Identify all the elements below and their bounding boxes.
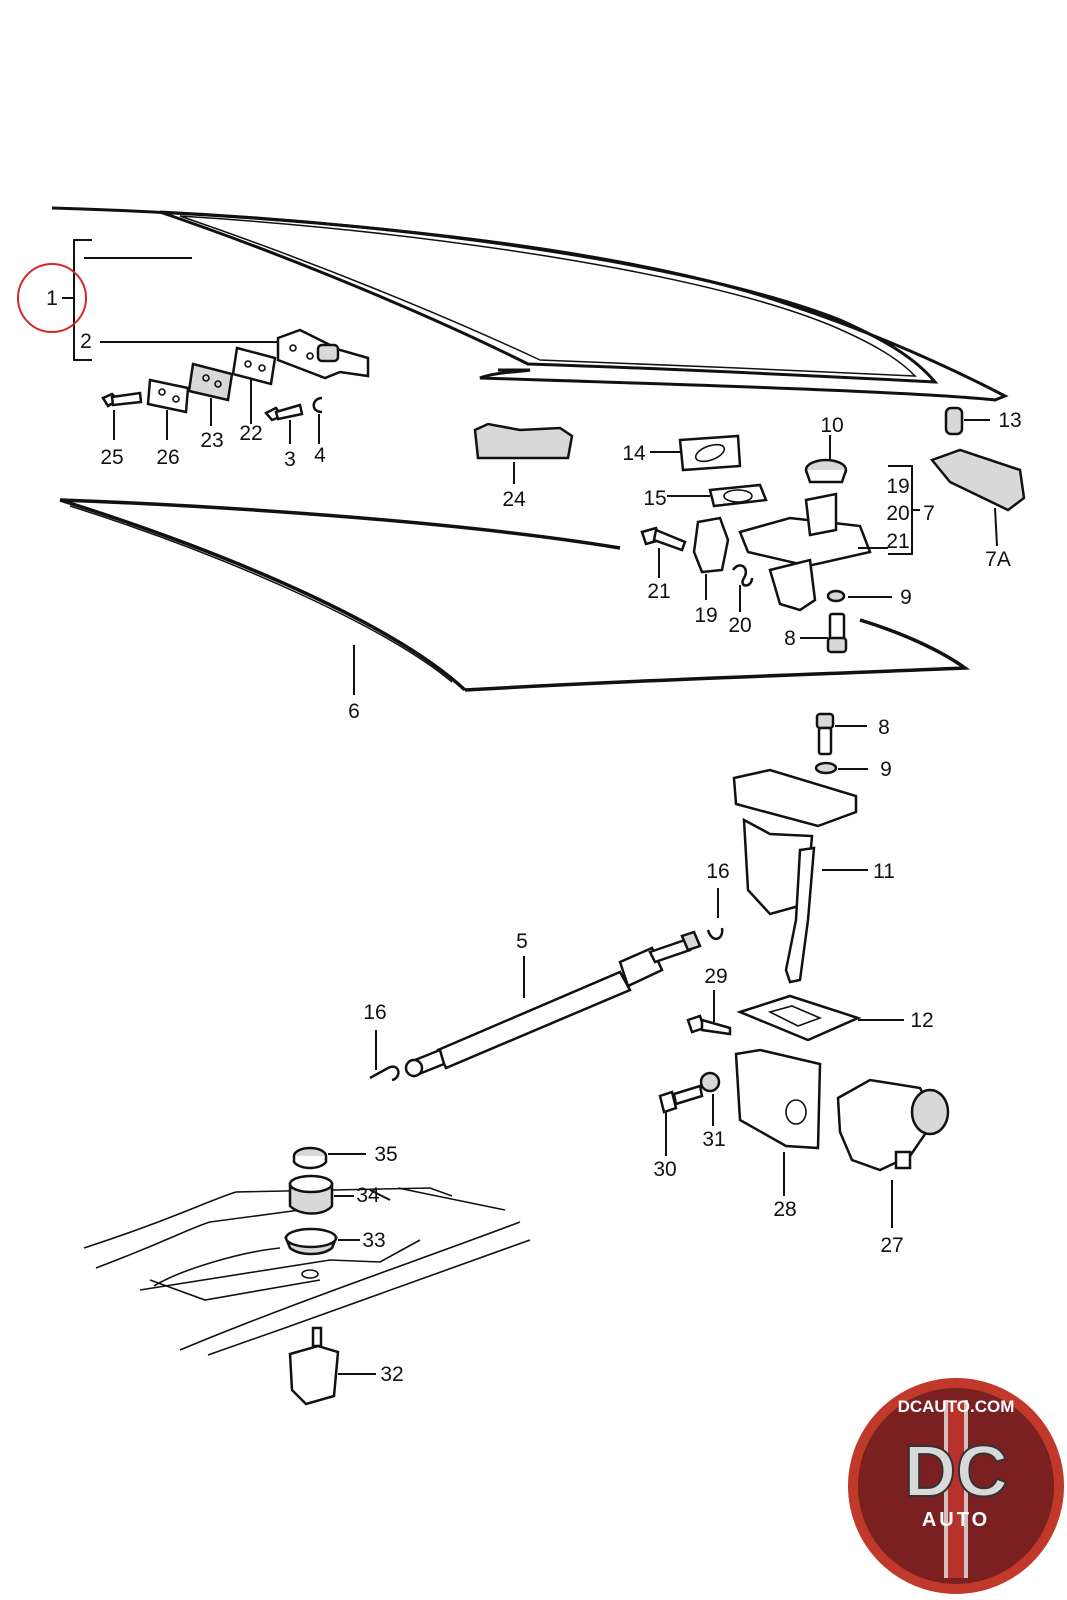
rear-lid-frame bbox=[51, 206, 1009, 402]
label-20a: 20 bbox=[886, 502, 909, 525]
label-25: 25 bbox=[100, 446, 123, 469]
clips bbox=[369, 888, 724, 1082]
label-16a: 16 bbox=[706, 860, 729, 883]
label-9a: 9 bbox=[900, 586, 912, 609]
upper-lock-assembly bbox=[640, 406, 1026, 654]
hinge bbox=[276, 328, 370, 380]
switch bbox=[288, 1326, 376, 1406]
dcauto-logo: DCAUTO.COM DC AUTO bbox=[848, 1378, 1064, 1594]
label-22: 22 bbox=[239, 422, 262, 445]
bolt-and-washer bbox=[658, 1071, 721, 1156]
seal-strip bbox=[473, 422, 574, 484]
label-32: 32 bbox=[380, 1363, 403, 1386]
label-4: 4 bbox=[314, 444, 326, 467]
label-29: 29 bbox=[704, 965, 727, 988]
label-16b: 16 bbox=[363, 1001, 386, 1024]
logo-main-text: DC bbox=[904, 1432, 1008, 1512]
label-14: 14 bbox=[622, 442, 646, 465]
label-21b: 21 bbox=[647, 580, 670, 603]
label-24: 24 bbox=[502, 488, 526, 511]
leader-lines-top bbox=[113, 380, 320, 444]
label-11: 11 bbox=[873, 860, 895, 883]
grommets-stack bbox=[284, 1146, 391, 1256]
lower-lock-assembly bbox=[732, 712, 868, 984]
highlight-circle bbox=[17, 263, 87, 333]
label-15: 15 bbox=[643, 487, 666, 510]
label-9b: 9 bbox=[880, 758, 892, 781]
label-26: 26 bbox=[156, 446, 179, 469]
gasket bbox=[736, 994, 904, 1042]
lid-seal bbox=[59, 498, 971, 695]
hinge-hardware bbox=[101, 346, 323, 422]
label-13: 13 bbox=[998, 409, 1021, 432]
label-21a: 21 bbox=[886, 530, 909, 553]
label-7a: 7A bbox=[985, 548, 1011, 571]
part-labels: 1 2 25 26 23 22 3 4 24 6 14 15 10 13 19 … bbox=[46, 287, 1022, 1386]
label-6: 6 bbox=[348, 700, 360, 723]
mounting-bracket bbox=[734, 1048, 822, 1196]
label-19a: 19 bbox=[886, 475, 909, 498]
lock-plates bbox=[650, 434, 768, 508]
label-30: 30 bbox=[653, 1158, 676, 1181]
label-2: 2 bbox=[80, 330, 92, 353]
body-panel bbox=[83, 1187, 531, 1356]
label-35: 35 bbox=[374, 1143, 397, 1166]
logo-top-text: DCAUTO.COM bbox=[898, 1397, 1015, 1416]
label-33: 33 bbox=[362, 1229, 385, 1252]
motor bbox=[836, 1078, 950, 1228]
group-1-bracket bbox=[73, 239, 290, 361]
label-23: 23 bbox=[200, 429, 223, 452]
label-27: 27 bbox=[880, 1234, 903, 1257]
label-10: 10 bbox=[820, 414, 843, 437]
label-34: 34 bbox=[356, 1184, 380, 1207]
label-3: 3 bbox=[284, 448, 296, 471]
label-28: 28 bbox=[773, 1198, 796, 1221]
label-8a: 8 bbox=[784, 627, 796, 650]
label-20b: 20 bbox=[728, 614, 751, 637]
label-19b: 19 bbox=[694, 604, 717, 627]
screw bbox=[686, 990, 732, 1036]
label-8b: 8 bbox=[878, 716, 890, 739]
label-7: 7 bbox=[923, 502, 935, 525]
label-31: 31 bbox=[702, 1128, 725, 1151]
logo-bottom-text: AUTO bbox=[922, 1509, 990, 1531]
gas-strut bbox=[404, 930, 702, 1078]
label-1: 1 bbox=[46, 287, 58, 310]
label-12: 12 bbox=[910, 1009, 933, 1032]
label-5: 5 bbox=[516, 930, 528, 953]
